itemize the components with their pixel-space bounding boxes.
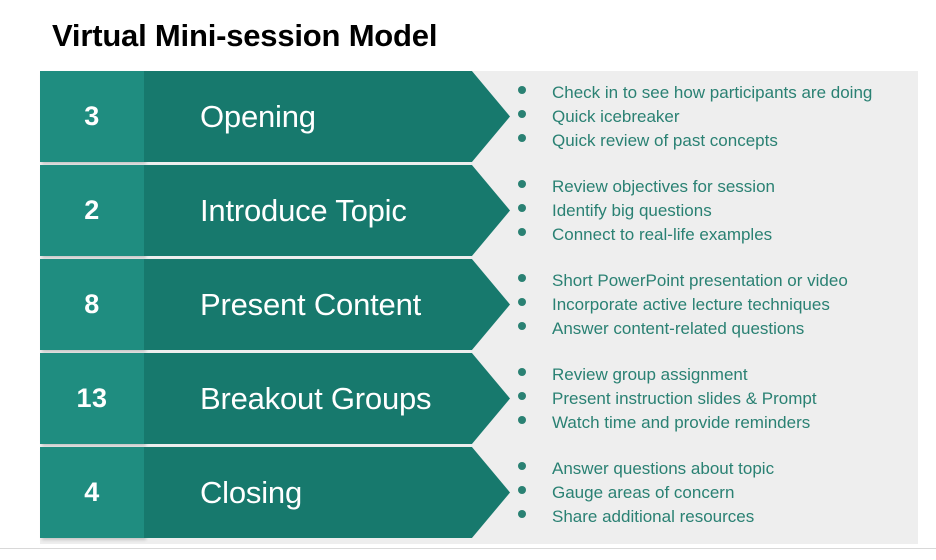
- stage-label: Breakout Groups: [200, 380, 432, 416]
- bullet-dot-icon: [518, 368, 526, 376]
- stage-label: Opening: [200, 98, 316, 134]
- page-title: Virtual Mini-session Model: [52, 18, 438, 53]
- bottom-strip: [0, 549, 936, 560]
- bullet-dot-icon: [518, 392, 526, 400]
- duration-badge: [40, 71, 144, 162]
- list-item: Incorporate active lecture techniques: [512, 293, 848, 317]
- list-item: Identify big questions: [512, 199, 775, 223]
- duration-badge: [40, 353, 144, 444]
- list-item: Answer content-related questions: [512, 317, 848, 341]
- bullet-text: Review objectives for session: [552, 177, 775, 196]
- bullet-dot-icon: [518, 228, 526, 236]
- stage-arrow: [144, 165, 510, 256]
- bullet-text: Share additional resources: [552, 507, 755, 526]
- bullet-text: Answer content-related questions: [552, 319, 805, 338]
- bullet-text: Check in to see how participants are doi…: [552, 83, 873, 102]
- duration-value: 4: [84, 477, 100, 507]
- bullet-list: Short PowerPoint presentation or video I…: [512, 259, 848, 350]
- bullet-text: Present instruction slides & Prompt: [552, 389, 817, 408]
- stage-arrow: [144, 447, 510, 538]
- bullet-dot-icon: [518, 204, 526, 212]
- list-item: Share additional resources: [512, 505, 774, 529]
- bullet-dot-icon: [518, 322, 526, 330]
- duration-value: 3: [84, 101, 100, 131]
- bullet-text: Connect to real-life examples: [552, 225, 773, 244]
- bullet-dot-icon: [518, 134, 526, 142]
- bullet-dot-icon: [518, 416, 526, 424]
- bullet-dot-icon: [518, 180, 526, 188]
- bullet-text: Incorporate active lecture techniques: [552, 295, 830, 314]
- stage-label: Present Content: [200, 286, 422, 322]
- bullet-text: Watch time and provide reminders: [552, 413, 811, 432]
- list-item: Watch time and provide reminders: [512, 411, 817, 435]
- list-item: Check in to see how participants are doi…: [512, 81, 872, 105]
- list-item: Review group assignment: [512, 363, 817, 387]
- duration-value: 13: [76, 383, 108, 413]
- bullet-list: Answer questions about topic Gauge areas…: [512, 447, 774, 538]
- bullet-text: Answer questions about topic: [552, 459, 775, 478]
- duration-value: 2: [84, 195, 100, 225]
- stage-label: Closing: [200, 474, 302, 510]
- stage-arrow: [144, 353, 510, 444]
- bullet-dot-icon: [518, 510, 526, 518]
- bullet-dot-icon: [518, 274, 526, 282]
- bullet-text: Quick icebreaker: [552, 107, 680, 126]
- list-item: Present instruction slides & Prompt: [512, 387, 817, 411]
- bullet-text: Review group assignment: [552, 365, 748, 384]
- bullet-text: Short PowerPoint presentation or video: [552, 271, 848, 290]
- duration-badge: [40, 259, 144, 350]
- stage-label: Introduce Topic: [200, 192, 407, 228]
- list-item: Answer questions about topic: [512, 457, 774, 481]
- list-item: Quick icebreaker: [512, 105, 872, 129]
- bullet-dot-icon: [518, 462, 526, 470]
- bullet-dot-icon: [518, 110, 526, 118]
- list-item: Review objectives for session: [512, 175, 775, 199]
- bullet-list: Review group assignment Present instruct…: [512, 353, 817, 444]
- bullet-dot-icon: [518, 486, 526, 494]
- list-item: Gauge areas of concern: [512, 481, 774, 505]
- bullet-list: Check in to see how participants are doi…: [512, 71, 872, 162]
- list-item: Short PowerPoint presentation or video: [512, 269, 848, 293]
- stage-arrow: [144, 71, 510, 162]
- list-item: Quick review of past concepts: [512, 129, 872, 153]
- bullet-text: Identify big questions: [552, 201, 712, 220]
- bullet-text: Gauge areas of concern: [552, 483, 735, 502]
- list-item: Connect to real-life examples: [512, 223, 775, 247]
- bullet-dot-icon: [518, 86, 526, 94]
- bottom-divider: [0, 548, 936, 549]
- bullet-list: Review objectives for session Identify b…: [512, 165, 775, 256]
- stage-arrow: [144, 259, 510, 350]
- bullet-dot-icon: [518, 298, 526, 306]
- duration-badge: [40, 165, 144, 256]
- duration-badge: [40, 447, 144, 538]
- bullet-text: Quick review of past concepts: [552, 131, 778, 150]
- duration-value: 8: [84, 289, 100, 319]
